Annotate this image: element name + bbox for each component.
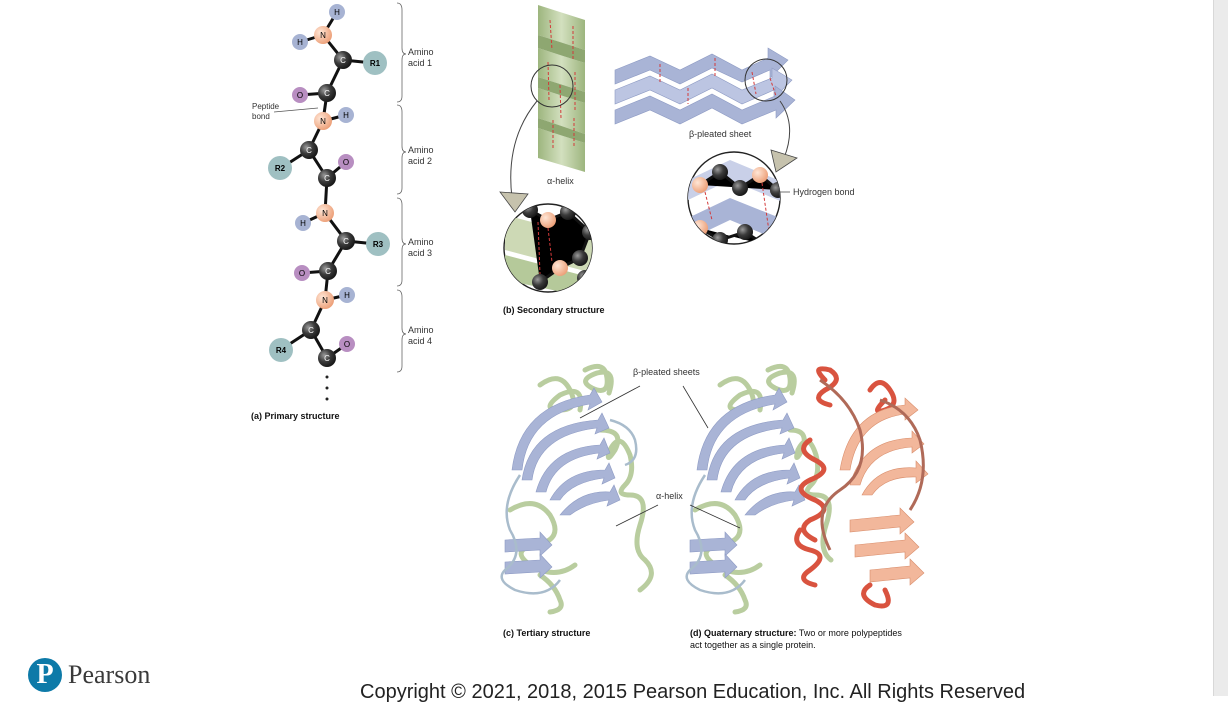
svg-text:O: O xyxy=(297,91,303,100)
tertiary-structure-caption: (c) Tertiary structure xyxy=(503,628,591,638)
svg-text:H: H xyxy=(334,8,340,17)
svg-text:R4: R4 xyxy=(276,346,287,355)
amino-acid-2-label: Amino acid 2 xyxy=(408,145,434,166)
quaternary-caption-line1: Two or more polypeptides xyxy=(796,628,902,638)
svg-text:O: O xyxy=(343,158,349,167)
quaternary-structure-caption: (d) Quaternary structure: Two or more po… xyxy=(690,628,902,638)
atom-c: C xyxy=(302,321,320,339)
r-group: R2 xyxy=(268,156,292,180)
atom-n: N xyxy=(314,112,332,130)
svg-text:C: C xyxy=(324,174,330,183)
hydrogen-bond-lines xyxy=(659,58,777,104)
beta-sheet-label: β-pleated sheet xyxy=(689,129,752,139)
primary-structure: H H N C O C H N C O C N H C O C H N C O xyxy=(268,2,407,401)
atom-n: N xyxy=(314,26,332,44)
peptide-bond-label: Peptide bond xyxy=(252,102,280,121)
alpha-helix-label: α-helix xyxy=(547,176,574,186)
atoms: H H N C O C H N C O C N H C O C H N C O xyxy=(268,4,390,367)
svg-text:O: O xyxy=(299,269,305,278)
hydrogen-bond-lines xyxy=(547,19,576,150)
helix-zoom-marker xyxy=(530,64,574,108)
sheet-zoom-view xyxy=(687,151,781,245)
svg-text:R3: R3 xyxy=(373,240,384,249)
atom-c: C xyxy=(319,262,337,280)
amino-acid-3-label: Amino acid 3 xyxy=(408,237,434,258)
r-group: R4 xyxy=(269,338,293,362)
secondary-structure-caption: (b) Secondary structure xyxy=(503,305,605,315)
quaternary-pointers xyxy=(682,385,741,529)
primary-structure-caption: (a) Primary structure xyxy=(251,411,340,421)
helix-zoom-arrowhead xyxy=(499,191,529,213)
svg-text:C: C xyxy=(324,354,330,363)
r-group: R1 xyxy=(363,51,387,75)
pearson-wordmark: Pearson xyxy=(68,660,151,689)
atom-c: C xyxy=(300,141,318,159)
amino-acid-brackets xyxy=(396,2,407,373)
atom-h: H xyxy=(329,4,345,20)
svg-text:C: C xyxy=(325,267,331,276)
svg-text:C: C xyxy=(343,237,349,246)
quaternary-caption-title: (d) Quaternary structure: xyxy=(690,628,797,638)
vertical-scrollbar[interactable] xyxy=(1213,0,1228,696)
svg-text:C: C xyxy=(308,326,314,335)
atom-o: O xyxy=(294,265,310,281)
svg-text:N: N xyxy=(320,117,326,126)
atom-h: H xyxy=(338,107,354,123)
copyright-notice: Copyright © 2021, 2018, 2015 Pearson Edu… xyxy=(360,681,1026,703)
alpha-helix-ribbon xyxy=(530,5,585,172)
atom-h: H xyxy=(292,34,308,50)
atom-h: H xyxy=(295,215,311,231)
svg-text:C: C xyxy=(306,146,312,155)
svg-text:C: C xyxy=(340,56,346,65)
r-group: R3 xyxy=(366,232,390,256)
helix-zoom-view xyxy=(503,203,593,293)
sheet-zoom-arrowhead xyxy=(770,149,798,173)
svg-text:R1: R1 xyxy=(370,59,381,68)
amino-acid-4-label: Amino acid 4 xyxy=(408,325,434,346)
peptide-bond-pointer xyxy=(273,107,319,113)
tertiary-structure-ribbon xyxy=(500,363,654,615)
tertiary-alpha-helix-label: α-helix xyxy=(656,491,683,501)
atom-c: C xyxy=(318,169,336,187)
atom-c: C xyxy=(318,349,336,367)
svg-text:H: H xyxy=(297,38,303,47)
sheet-zoom-arrow xyxy=(779,100,791,159)
svg-text:H: H xyxy=(343,111,349,120)
continuation-dots xyxy=(325,375,329,401)
pearson-logo-icon: P xyxy=(28,658,62,692)
svg-text:O: O xyxy=(344,340,350,349)
atom-c: C xyxy=(318,84,336,102)
atom-n: N xyxy=(316,291,334,309)
svg-text:H: H xyxy=(300,219,306,228)
atom-c: C xyxy=(334,51,352,69)
pearson-brand: P Pearson xyxy=(28,657,150,693)
beta-sheets-label: β-pleated sheets xyxy=(633,367,700,377)
quaternary-caption-line2: act together as a single protein. xyxy=(690,640,816,650)
tertiary-pointers xyxy=(579,385,659,527)
atom-h: H xyxy=(339,287,355,303)
hydrogen-bond-label: Hydrogen bond xyxy=(793,187,855,197)
quaternary-structure-ribbon xyxy=(685,363,929,615)
atom-o: O xyxy=(338,154,354,170)
beta-sheet-ribbon xyxy=(614,47,796,125)
atom-n: N xyxy=(316,204,334,222)
svg-text:N: N xyxy=(320,31,326,40)
svg-text:N: N xyxy=(322,209,328,218)
helix-zoom-arrow xyxy=(510,100,538,199)
svg-text:R2: R2 xyxy=(275,164,286,173)
amino-acid-1-label: Amino acid 1 xyxy=(408,47,434,68)
sheet-zoom-marker xyxy=(744,58,788,102)
atom-o: O xyxy=(339,336,355,352)
svg-text:H: H xyxy=(344,291,350,300)
svg-text:N: N xyxy=(322,296,328,305)
atom-o: O xyxy=(292,87,308,103)
atom-c: C xyxy=(337,232,355,250)
svg-text:C: C xyxy=(324,89,330,98)
